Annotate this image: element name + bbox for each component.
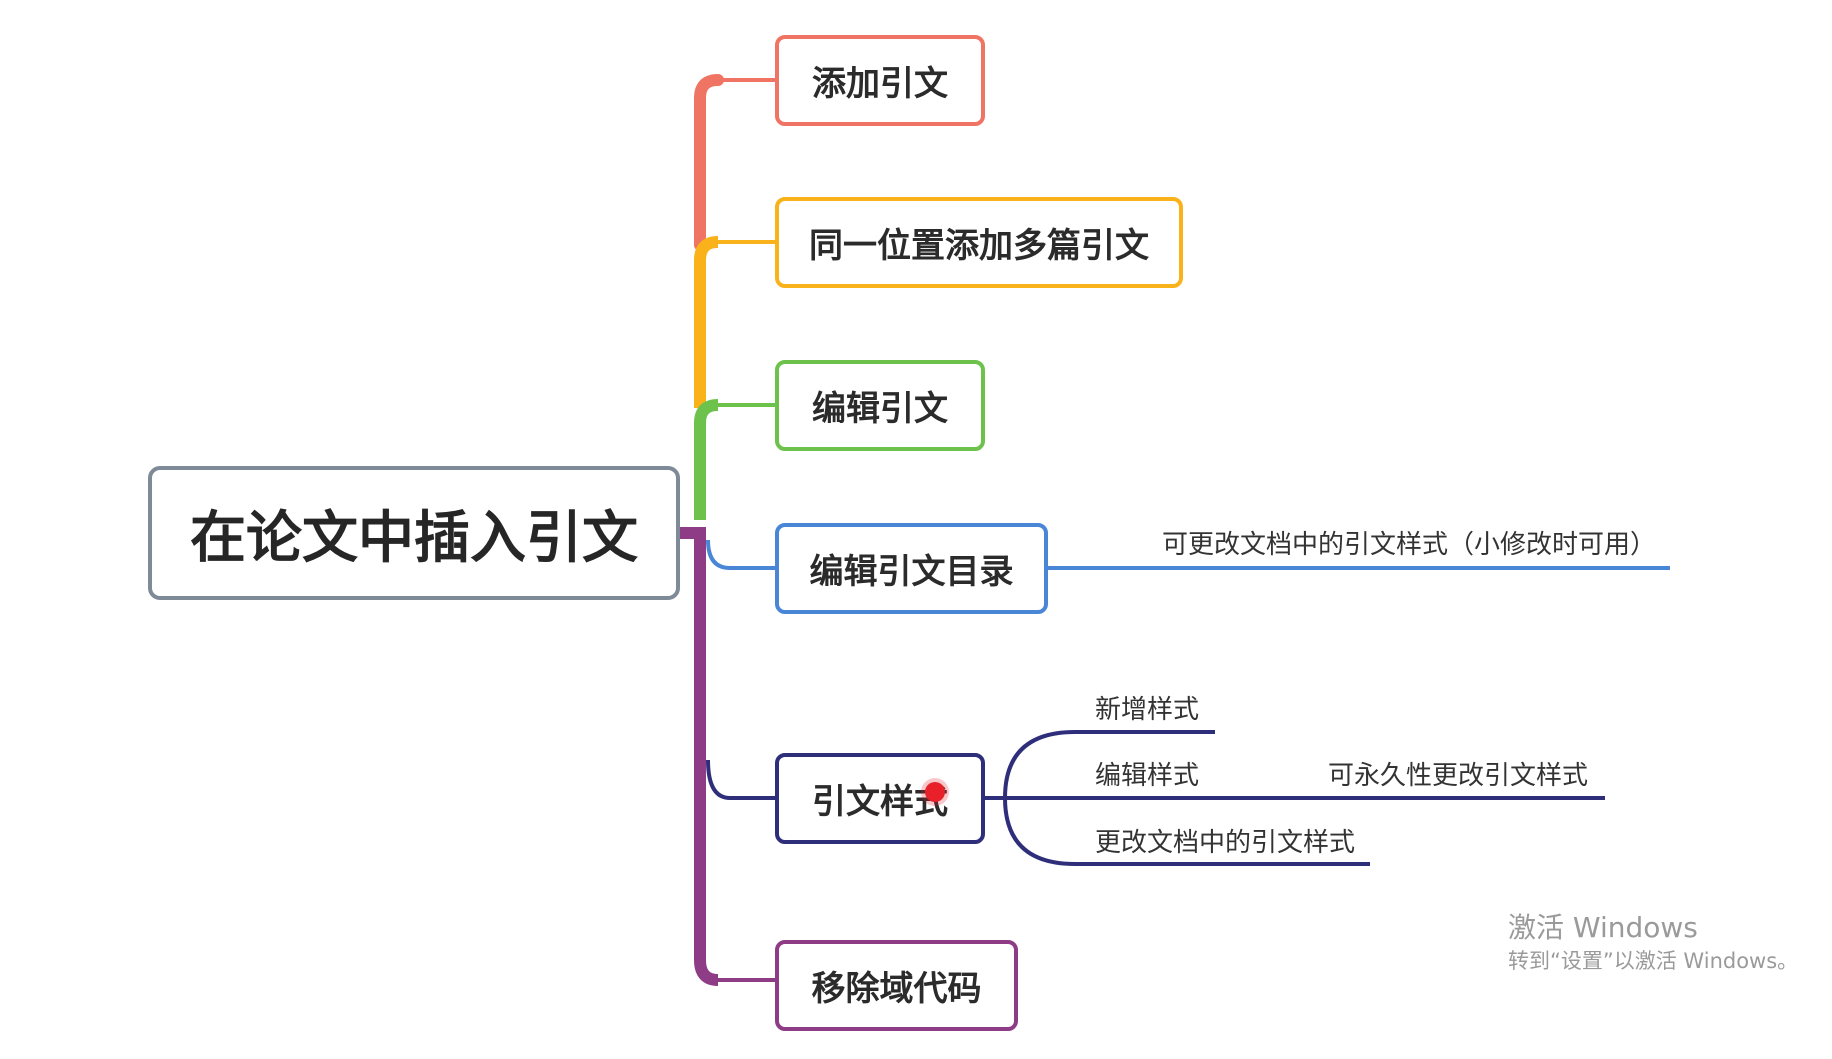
branch-label: 同一位置添加多篇引文: [809, 226, 1149, 266]
spine-segment-yellow: [694, 236, 719, 408]
branch-label: 编辑引文目录: [809, 552, 1014, 592]
stub-edit-catalog: [706, 539, 775, 570]
root-topic[interactable]: 在论文中插入引文: [148, 466, 680, 600]
branch-label: 添加引文: [812, 64, 948, 104]
branch-label: 编辑引文: [812, 389, 948, 429]
leaf-style-new[interactable]: 新增样式: [1095, 695, 1200, 725]
branch-edit-catalog[interactable]: 编辑引文目录: [775, 523, 1048, 614]
line-style-top: [1003, 730, 1215, 799]
spine-segment-coral: [694, 74, 724, 251]
branch-citation-style[interactable]: 引文样式: [775, 753, 985, 844]
branch-multi-citation[interactable]: 同一位置添加多篇引文: [775, 197, 1183, 288]
leaf-style-edit[interactable]: 编辑样式: [1095, 761, 1200, 791]
branch-remove-field-code[interactable]: 移除域代码: [775, 940, 1018, 1031]
activation-watermark-subtitle: 转到“设置”以激活 Windows。: [1508, 949, 1799, 973]
spine-segment-green: [694, 399, 719, 520]
branch-label: 移除域代码: [811, 969, 982, 1009]
branch-edit-citation[interactable]: 编辑引文: [775, 360, 985, 451]
leaf-style-edit-note[interactable]: 可永久性更改引文样式: [1328, 761, 1589, 791]
branch-add-citation[interactable]: 添加引文: [775, 35, 985, 126]
mouse-cursor-highlight: [925, 782, 945, 802]
spine-segment-purple: [680, 527, 719, 986]
activation-watermark-title: 激活 Windows: [1508, 911, 1698, 944]
line-style-bottom: [1003, 797, 1370, 866]
root-topic-label: 在论文中插入引文: [190, 505, 638, 571]
stub-citation-style: [706, 759, 775, 800]
leaf-catalog-note[interactable]: 可更改文档中的引文样式（小修改时可用）: [1162, 530, 1657, 560]
leaf-style-change[interactable]: 更改文档中的引文样式: [1095, 828, 1356, 858]
